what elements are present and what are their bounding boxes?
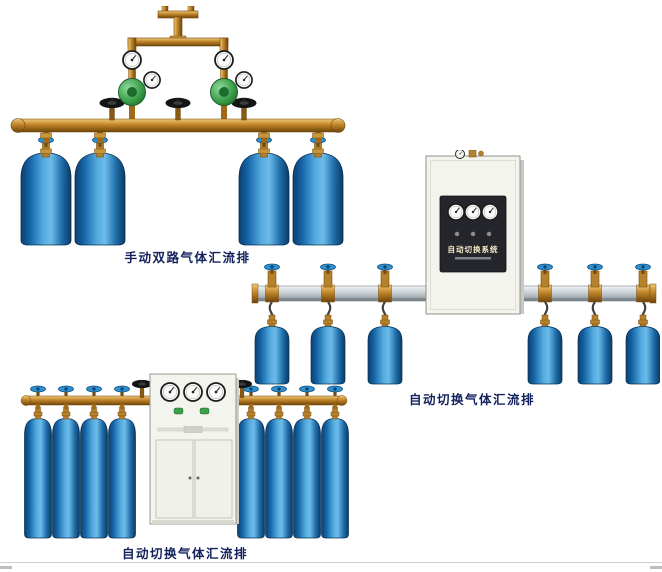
door-handle xyxy=(196,476,200,480)
cabinet-door-left xyxy=(155,439,194,519)
pressure-gauge-icon xyxy=(143,71,161,89)
auto-switch-wall-manifold-caption: 自动切换气体汇流排 xyxy=(408,393,535,407)
regulator-outlet-pipe xyxy=(129,104,135,121)
pressure-regulator xyxy=(210,50,253,106)
shutoff-handwheel-icon xyxy=(131,379,153,399)
outlet-tee-assembly xyxy=(157,6,199,42)
bar-valve-group xyxy=(264,263,651,288)
panel-gauge-icon xyxy=(447,203,465,221)
panel-gauge-icon xyxy=(464,203,482,221)
shutoff-handwheel-icon xyxy=(231,97,257,121)
manual-dual-manifold-illustration xyxy=(10,6,346,246)
control-cabinet: 自动切换系统 xyxy=(425,150,524,315)
panel-subtitle-mark xyxy=(455,257,491,260)
panel-gauge-icon xyxy=(206,382,226,402)
regulator-outlet-pipe xyxy=(221,104,227,121)
control-cabinet xyxy=(149,373,239,525)
bar-valve-handwheel-icon xyxy=(635,263,651,275)
panel-indicator xyxy=(486,231,492,237)
auto-switch-wall-manifold-illustration: 自动切换系统 xyxy=(251,150,660,385)
panel-gauge-icon xyxy=(160,382,180,402)
panel-indicator xyxy=(454,231,460,237)
bar-valve-handwheel-icon xyxy=(537,263,553,275)
pressure-gauge-icon xyxy=(235,71,253,89)
panel-indicator xyxy=(199,407,210,415)
shutoff-handwheel-icon xyxy=(165,97,191,121)
cabinet-top-pipe xyxy=(468,150,477,158)
cabinet-door-right xyxy=(194,439,233,519)
shutoff-handwheel-icon xyxy=(99,97,125,121)
panel-indicator xyxy=(470,231,476,237)
manual-dual-manifold-caption: 手动双路气体汇流排 xyxy=(124,251,251,265)
bar-couplers xyxy=(265,284,650,303)
manifold-header-pipe xyxy=(10,118,346,133)
auto-switch-cabinet-manifold-illustration xyxy=(20,373,349,539)
cylinder-valve-group xyxy=(267,314,648,327)
pressure-gauge-icon xyxy=(214,50,234,70)
door-handle xyxy=(188,476,192,480)
cabinet-top-valve xyxy=(478,150,484,157)
panel-indicator xyxy=(173,407,184,415)
footer-corner-mark xyxy=(650,566,662,569)
panel-slot xyxy=(183,426,203,433)
cabinet-top-gauge-icon xyxy=(455,150,465,159)
bar-valve-handwheel-icon xyxy=(264,263,280,275)
page-footer-rule xyxy=(0,562,662,563)
bar-valve-handwheel-icon xyxy=(320,263,336,275)
pressure-gauge-icon xyxy=(122,50,142,70)
footer-corner-mark xyxy=(0,566,12,569)
pressure-regulator xyxy=(118,50,161,106)
cylinder-valve-group xyxy=(33,406,340,420)
pipe-drop-fittings xyxy=(40,130,324,143)
pipe-drop-fittings xyxy=(36,404,337,409)
panel-gauge-icon xyxy=(183,382,203,402)
bar-valve-handwheel-icon xyxy=(377,263,393,275)
cabinet-panel-label: 自动切换系统 xyxy=(448,244,499,254)
bar-valve-handwheel-icon xyxy=(587,263,603,275)
auto-switch-cabinet-manifold-caption: 自动切换气体汇流排 xyxy=(121,547,248,561)
upper-distribution-pipe xyxy=(127,37,229,65)
panel-gauge-icon xyxy=(481,203,499,221)
